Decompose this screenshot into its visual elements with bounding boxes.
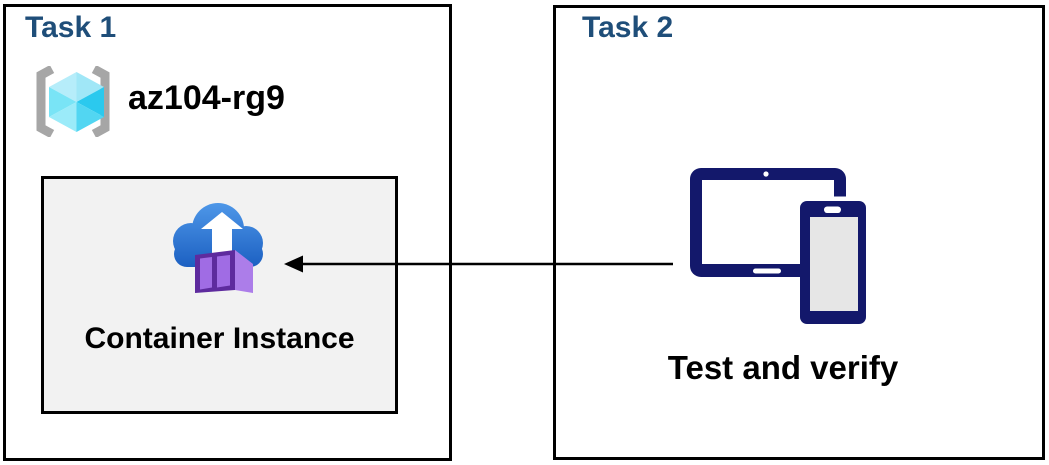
resource-group-icon <box>36 66 110 137</box>
container-box-shape <box>195 250 253 293</box>
bracket-left <box>36 66 55 137</box>
bracket-right <box>91 66 110 137</box>
upload-arrow-icon <box>201 212 243 259</box>
container-instance-label: Container Instance <box>84 322 355 355</box>
container-instance-icon <box>173 203 263 293</box>
phone-icon <box>793 196 871 329</box>
devices-icon <box>690 168 871 329</box>
task2-title: Task 2 <box>582 11 674 44</box>
resource-group-name: az104-rg9 <box>128 79 285 117</box>
test-verify-label: Test and verify <box>667 349 899 386</box>
task1-title: Task 1 <box>25 11 117 44</box>
cube-shape <box>49 72 104 132</box>
